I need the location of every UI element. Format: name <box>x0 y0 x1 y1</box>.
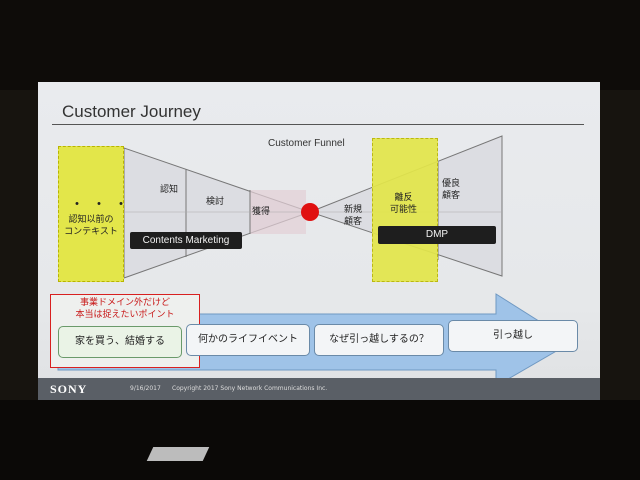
dmp-label: DMP <box>378 226 496 244</box>
journey-step-moving: 引っ越し <box>448 320 578 352</box>
title-divider <box>52 124 584 125</box>
stage-consideration: 検討 <box>206 197 225 207</box>
paper-on-floor <box>146 447 210 461</box>
journey-step-why-move: なぜ引っ越しするの？ <box>314 324 444 356</box>
journey-step-buy-house-marry: 家を買う、結婚する <box>58 326 182 358</box>
footer-date: 9/16/2017 <box>130 385 161 392</box>
context-highlight-box <box>58 146 124 282</box>
sony-logo: SONY <box>50 382 88 396</box>
context-label: 認知以前の コンテキスト <box>64 215 118 237</box>
slide-footer: SONY 9/16/2017 Copyright 2017 Sony Netwo… <box>38 378 600 400</box>
room-background-bottom <box>0 400 640 480</box>
stage-new-customer: 新規 顧客 <box>344 205 363 227</box>
projected-slide: Customer Journey Customer Funnel ・・・ 認知以… <box>38 82 600 400</box>
stage-acquisition: 獲得 <box>252 207 271 217</box>
funnel-pinch-dot <box>301 203 319 221</box>
stage-awareness: 認知 <box>160 185 179 195</box>
room-background-top <box>0 0 640 90</box>
journey-step-life-event: 何かのライフイベント <box>186 324 310 356</box>
note-text: 事業ドメイン外だけど 本当は捉えたいポイント <box>75 298 175 320</box>
slide-title: Customer Journey <box>62 102 201 121</box>
footer-copyright: Copyright 2017 Sony Network Communicatio… <box>172 385 328 392</box>
stage-churn-risk: 離反 可能性 <box>390 193 418 215</box>
churn-highlight-box <box>372 138 438 282</box>
stage-loyal-customer: 優良 顧客 <box>442 179 461 201</box>
funnel-caption: Customer Funnel <box>268 138 345 149</box>
contents-marketing-label: Contents Marketing <box>130 232 242 249</box>
ellipsis-dots: ・・・ <box>70 197 136 213</box>
